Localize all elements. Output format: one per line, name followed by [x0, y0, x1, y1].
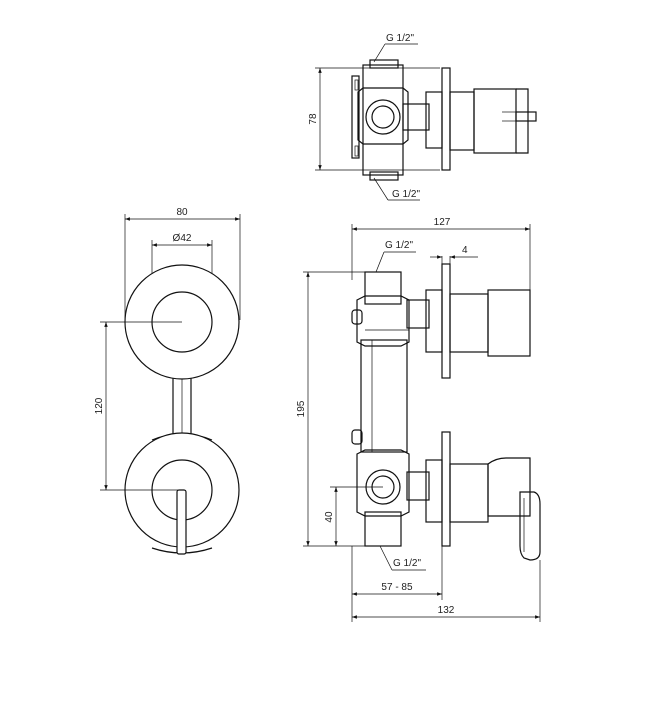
side-thread-lower-label: G 1/2": [393, 558, 421, 569]
side-range-label: 57 - 85: [381, 582, 413, 593]
top-height-label: 78: [308, 113, 319, 125]
side-thread-upper-label: G 1/2": [385, 240, 413, 251]
top-thread-upper-label: G 1/2": [386, 33, 414, 44]
front-diameter-label: Ø42: [173, 233, 192, 244]
top-view: G 1/2" G 1/2" 78: [308, 33, 537, 201]
front-width-label: 80: [176, 207, 188, 218]
side-plate-label: 4: [462, 245, 468, 256]
side-depth-bottom-label: 132: [438, 605, 455, 616]
side-height-label: 195: [296, 400, 307, 417]
side-bottom-offset-label: 40: [324, 511, 335, 523]
side-view: 127 G 1/2" 4: [296, 217, 541, 622]
front-view: 80 Ø42 120: [94, 207, 241, 555]
side-depth-top-label: 127: [434, 217, 451, 228]
front-spacing-label: 120: [94, 397, 105, 414]
top-thread-lower-label: G 1/2": [392, 189, 420, 200]
